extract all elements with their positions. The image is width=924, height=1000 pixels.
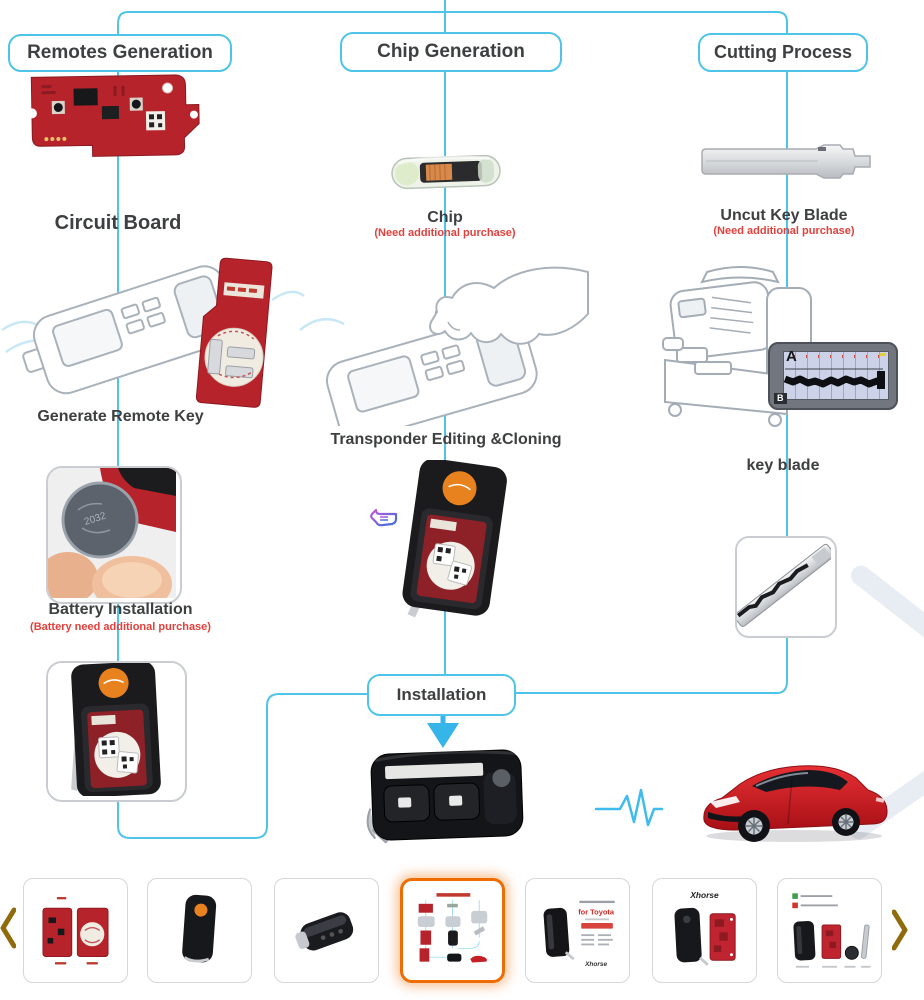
red-car-image [703, 765, 888, 842]
header-chip-generation-label: Chip Generation [377, 41, 525, 62]
thumbnail-red-circuit-boards[interactable] [23, 878, 128, 983]
header-chip-generation: Chip Generation [340, 32, 562, 72]
transponder-editing-label: Transponder Editing &Cloning [330, 431, 562, 448]
assembled-flip-key-image [366, 749, 524, 844]
chevron-left-icon [0, 907, 17, 949]
battery-installation-note: (Battery need additional purchase) [30, 621, 211, 633]
thumbnail-key-kit-parts[interactable] [777, 878, 882, 983]
thumbnail-carousel: for Toyota Xhorse Xhorse [0, 872, 924, 1000]
carousel-prev-button[interactable] [0, 906, 17, 953]
battery-installation-label: Battery Installation [48, 601, 193, 618]
product-main-image[interactable]: Remotes Generation Chip Generation Cutti… [0, 0, 924, 872]
thumbnail-key-making-process-diagram[interactable] [400, 878, 505, 983]
circuit-board-label: Circuit Board [54, 212, 182, 234]
remote-tool-sketch-image [22, 257, 273, 408]
uncut-key-blade-label: Uncut Key Blade [720, 207, 848, 224]
header-cutting-process: Cutting Process [698, 33, 868, 72]
generate-remote-key-label: Generate Remote Key [37, 408, 204, 425]
bitting-display: A B [768, 342, 898, 410]
cut-blade-photo [735, 536, 837, 638]
chip-note: (Need additional purchase) [374, 227, 516, 239]
transponder-chip-image [391, 154, 501, 190]
bitting-label-a: A [786, 348, 797, 365]
bitting-yellow-tick [880, 353, 886, 356]
thumbnail-black-remote-fob-image [153, 884, 246, 977]
svg-text:Xhorse: Xhorse [584, 961, 607, 968]
circuit-board-image [26, 74, 200, 157]
installation-box: Installation [367, 674, 516, 716]
svg-text:for Toyota: for Toyota [578, 908, 615, 917]
chevron-right-icon [891, 909, 908, 951]
svg-text:Xhorse: Xhorse [689, 890, 719, 900]
opened-key-photo [46, 661, 187, 802]
uncut-key-blade-image [701, 144, 871, 179]
installation-label: Installation [396, 685, 487, 704]
thumbnail-black-flip-key[interactable] [274, 878, 379, 983]
thumbnail-red-circuit-boards-image [29, 884, 122, 977]
heartbeat-icon [594, 788, 664, 827]
header-cutting-process-label: Cutting Process [713, 42, 853, 62]
thumbnail-black-remote-fob[interactable] [147, 878, 252, 983]
background-swoosh [847, 561, 924, 655]
thumbnail-key-with-circuit-board-image: Xhorse [658, 884, 751, 977]
header-remotes-generation-label: Remotes Generation [27, 42, 213, 63]
chip-label: Chip [427, 209, 463, 226]
cursor-hand-icon [368, 504, 398, 537]
bitting-waveform [783, 368, 885, 389]
thumbnail-product-info-for-toyota-image: for Toyota Xhorse [531, 884, 624, 977]
thumbnail-key-with-circuit-board[interactable]: Xhorse [652, 878, 757, 983]
installation-arrow-icon [427, 712, 459, 748]
thumbnail-key-kit-parts-image [783, 884, 876, 977]
bitting-display-screen [783, 351, 889, 400]
thumbnail-key-making-process-diagram-image [408, 886, 497, 975]
uncut-key-blade-note: (Need additional purchase) [713, 225, 855, 237]
key-blade-label: key blade [746, 457, 820, 474]
carousel-next-button[interactable] [891, 908, 908, 955]
xhorse-logo-badge [442, 471, 477, 506]
key-back-open-image [402, 460, 507, 618]
battery-installation-photo: 2032 [46, 466, 182, 604]
chip-insert-sketch-image [325, 266, 589, 426]
thumbnail-black-flip-key-image [280, 884, 373, 977]
header-remotes-generation: Remotes Generation [8, 34, 232, 72]
thumbnail-product-info-for-toyota[interactable]: for Toyota Xhorse [525, 878, 630, 983]
